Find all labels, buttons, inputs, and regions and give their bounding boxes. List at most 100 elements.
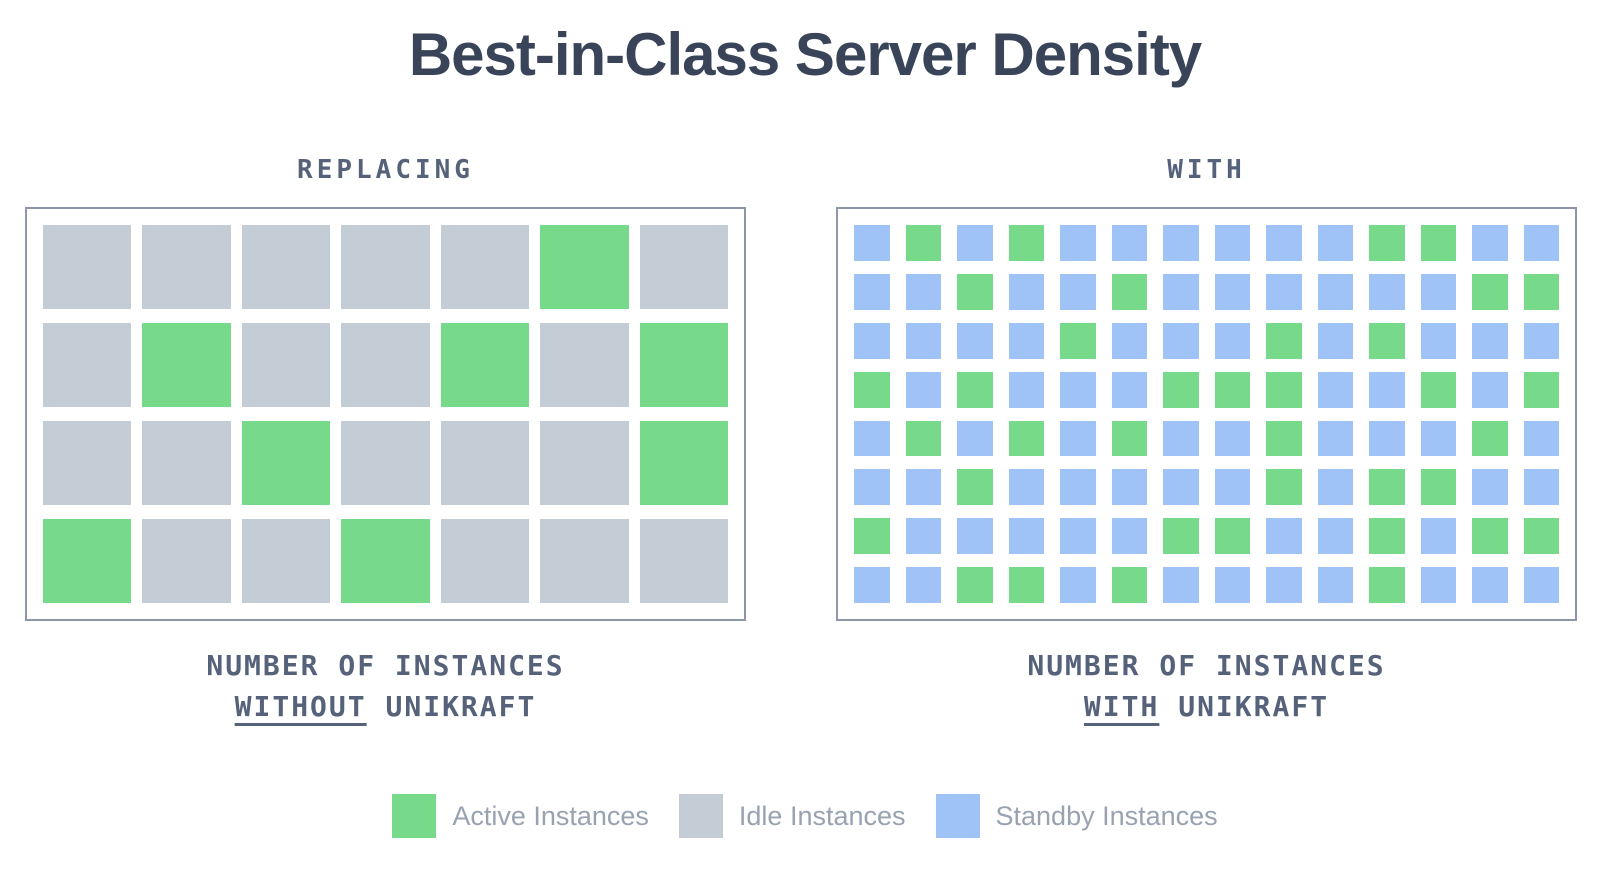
idle-instances-label: Idle Instances — [738, 800, 906, 831]
idle-instance-cell — [639, 225, 728, 309]
active-instances-label: Active Instances — [452, 800, 649, 831]
standby-instance-cell — [905, 469, 941, 506]
active-instance-cell — [1369, 469, 1405, 506]
standby-instance-cell — [1523, 225, 1559, 261]
active-instance-cell — [1420, 371, 1456, 408]
idle-instance-cell — [43, 225, 132, 309]
left-caption-rest: UNIKRAFT — [366, 690, 537, 723]
active-instance-cell — [957, 273, 993, 310]
active-instance-cell — [1266, 371, 1302, 408]
active-instances-swatch — [392, 794, 437, 838]
standby-instance-cell — [957, 225, 993, 261]
idle-instance-cell — [43, 421, 132, 505]
idle-instance-cell — [341, 421, 430, 505]
active-instance-cell — [1523, 518, 1559, 555]
standby-instance-cell — [854, 469, 890, 506]
right-panel-label: WITH — [1167, 155, 1246, 185]
standby-instance-cell — [1214, 567, 1250, 603]
standby-instances-label: Standby Instances — [995, 800, 1218, 831]
active-instance-cell — [1523, 273, 1559, 310]
standby-instance-cell — [1266, 225, 1302, 261]
idle-instance-cell — [142, 421, 231, 505]
active-instance-cell — [1266, 469, 1302, 506]
active-instance-cell — [1111, 273, 1147, 310]
active-instance-cell — [1369, 567, 1405, 603]
idle-instance-cell — [440, 421, 530, 505]
standby-instance-cell — [1060, 225, 1096, 261]
active-instance-cell — [1472, 273, 1508, 310]
idle-instance-cell — [341, 323, 430, 407]
standby-instance-cell — [1420, 322, 1456, 359]
standby-instance-cell — [957, 322, 993, 359]
idle-instance-cell — [241, 519, 331, 603]
left-caption-keyword: WITHOUT — [234, 690, 367, 723]
legend-item-active: Active Instances — [392, 794, 649, 838]
standby-instance-cell — [1317, 518, 1353, 555]
standby-instance-cell — [905, 567, 941, 603]
standby-instance-cell — [1163, 322, 1199, 359]
active-instance-cell — [1420, 469, 1456, 506]
right-panel-caption: NUMBER OF INSTANCES WITH UNIKRAFT — [836, 645, 1577, 727]
left-caption-line2: WITHOUT UNIKRAFT — [25, 686, 746, 727]
standby-instance-cell — [1214, 225, 1250, 261]
active-instance-cell — [1420, 225, 1456, 261]
standby-instance-cell — [1111, 225, 1147, 261]
idle-instance-cell — [241, 225, 331, 309]
active-instance-cell — [1008, 420, 1044, 457]
standby-instance-cell — [1523, 322, 1559, 359]
active-instance-cell — [1163, 518, 1199, 555]
standby-instance-cell — [1420, 420, 1456, 457]
active-instance-cell — [1060, 322, 1096, 359]
idle-instance-cell — [540, 421, 629, 505]
right-caption-line1: NUMBER OF INSTANCES — [1027, 649, 1386, 682]
idle-instance-cell — [440, 519, 530, 603]
standby-instance-cell — [905, 273, 941, 310]
active-instance-cell — [440, 323, 530, 407]
left-panel-caption: NUMBER OF INSTANCES WITHOUT UNIKRAFT — [25, 645, 746, 727]
standby-instance-cell — [854, 225, 890, 261]
active-instance-cell — [1214, 371, 1250, 408]
standby-instance-cell — [1008, 371, 1044, 408]
standby-instance-cell — [1163, 420, 1199, 457]
idle-instance-cell — [241, 323, 331, 407]
standby-instance-cell — [1266, 518, 1302, 555]
legend: Active Instances Idle Instances Standby … — [0, 794, 1610, 838]
active-instance-cell — [540, 225, 629, 309]
standby-instances-swatch — [935, 794, 980, 838]
standby-instance-cell — [1163, 225, 1199, 261]
page-title: Best-in-Class Server Density — [408, 21, 1202, 88]
active-instance-cell — [639, 421, 728, 505]
standby-instance-cell — [1111, 469, 1147, 506]
standby-instance-cell — [1369, 420, 1405, 457]
active-instance-cell — [1111, 420, 1147, 457]
active-instance-cell — [957, 371, 993, 408]
legend-item-standby: Standby Instances — [935, 794, 1218, 838]
active-instance-cell — [43, 519, 132, 603]
active-instance-cell — [1369, 225, 1405, 261]
active-instance-cell — [241, 421, 331, 505]
standby-instance-cell — [1369, 273, 1405, 310]
standby-instance-cell — [1214, 420, 1250, 457]
active-instance-cell — [341, 519, 430, 603]
idle-instance-cell — [43, 323, 132, 407]
legend-item-idle: Idle Instances — [678, 794, 906, 838]
standby-instance-cell — [1008, 322, 1044, 359]
standby-instance-cell — [957, 518, 993, 555]
active-instance-cell — [1472, 420, 1508, 457]
active-instance-cell — [957, 567, 993, 603]
idle-instances-swatch — [678, 794, 723, 838]
standby-instance-cell — [854, 420, 890, 457]
standby-instance-cell — [905, 371, 941, 408]
standby-instance-cell — [1214, 322, 1250, 359]
standby-instance-cell — [1317, 322, 1353, 359]
left-caption-line1: NUMBER OF INSTANCES — [206, 649, 565, 682]
standby-instance-cell — [957, 420, 993, 457]
standby-instance-cell — [1060, 273, 1096, 310]
standby-instance-cell — [1111, 371, 1147, 408]
left-panel-label: REPLACING — [297, 155, 474, 185]
standby-instance-cell — [1163, 567, 1199, 603]
active-instance-cell — [1163, 371, 1199, 408]
active-instance-cell — [1266, 322, 1302, 359]
standby-instance-cell — [1163, 469, 1199, 506]
